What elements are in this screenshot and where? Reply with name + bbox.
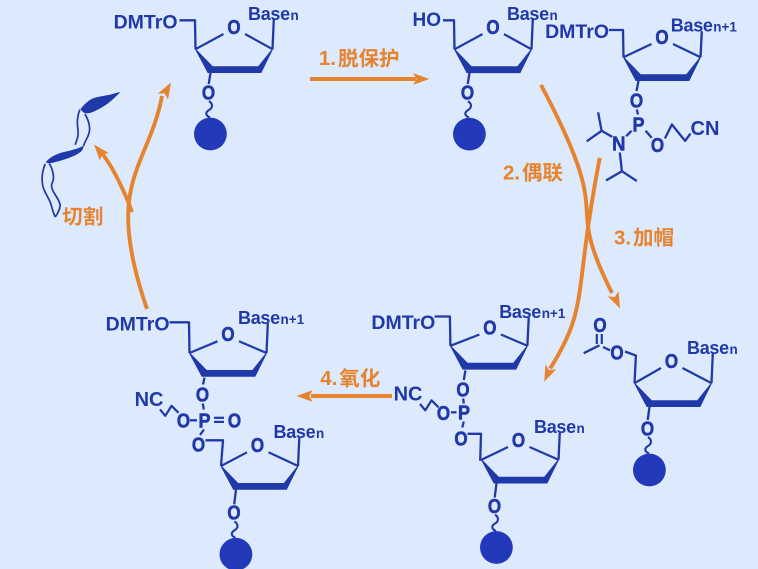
svg-text:NC: NC: [135, 389, 164, 411]
svg-text:Base: Base: [687, 338, 729, 358]
svg-text:O: O: [227, 501, 240, 524]
svg-text:Base: Base: [671, 16, 713, 36]
svg-text:n: n: [730, 342, 738, 357]
svg-text:O: O: [512, 428, 525, 451]
svg-text:Base: Base: [274, 422, 316, 442]
svg-text:3.: 3.: [614, 226, 631, 249]
svg-text:O: O: [221, 323, 234, 346]
svg-text:O: O: [641, 417, 654, 440]
svg-text:DMTrO: DMTrO: [545, 21, 609, 43]
svg-text:DMTrO: DMTrO: [106, 313, 170, 335]
svg-text:n: n: [291, 8, 299, 23]
svg-text:O: O: [593, 314, 606, 337]
svg-text:n+1: n+1: [542, 306, 566, 321]
svg-text:n+1: n+1: [713, 20, 737, 35]
svg-text:O: O: [196, 383, 209, 406]
svg-text:n: n: [577, 421, 585, 436]
svg-text:P: P: [198, 411, 210, 433]
svg-text:O: O: [456, 378, 469, 401]
svg-text:O: O: [655, 25, 668, 48]
svg-text:O: O: [630, 89, 643, 112]
svg-text:O: O: [488, 495, 501, 518]
svg-text:n: n: [316, 426, 324, 441]
svg-text:O: O: [651, 134, 664, 157]
svg-text:O: O: [665, 349, 678, 372]
svg-text:O: O: [228, 409, 241, 432]
svg-text:n+1: n+1: [281, 312, 305, 327]
svg-text:O: O: [437, 402, 450, 425]
svg-text:O: O: [610, 341, 623, 364]
svg-text:O: O: [227, 15, 240, 38]
svg-text:P: P: [458, 403, 470, 425]
svg-text:O: O: [461, 81, 474, 104]
svg-text:Base: Base: [248, 4, 290, 24]
svg-text:NC: NC: [394, 384, 423, 406]
svg-text:2.: 2.: [503, 161, 520, 184]
svg-text:4.: 4.: [320, 367, 337, 390]
svg-text:Base: Base: [534, 417, 576, 437]
svg-text:O: O: [202, 81, 215, 104]
svg-text:DMTrO: DMTrO: [114, 12, 178, 34]
svg-text:O: O: [454, 427, 467, 450]
svg-text:O: O: [192, 433, 205, 456]
svg-text:P: P: [632, 115, 644, 137]
svg-text:O: O: [251, 434, 264, 457]
svg-text:O: O: [486, 16, 499, 39]
svg-text:n: n: [550, 8, 558, 23]
svg-text:Base: Base: [499, 302, 541, 322]
svg-text:O: O: [483, 316, 496, 339]
svg-text:Base: Base: [238, 308, 280, 328]
svg-text:1.: 1.: [319, 47, 336, 70]
svg-text:HO: HO: [413, 10, 442, 31]
svg-text:O: O: [177, 409, 190, 432]
svg-text:Base: Base: [507, 4, 549, 24]
svg-text:CN: CN: [691, 118, 720, 140]
svg-text:N: N: [612, 134, 625, 156]
svg-text:DMTrO: DMTrO: [371, 312, 435, 334]
